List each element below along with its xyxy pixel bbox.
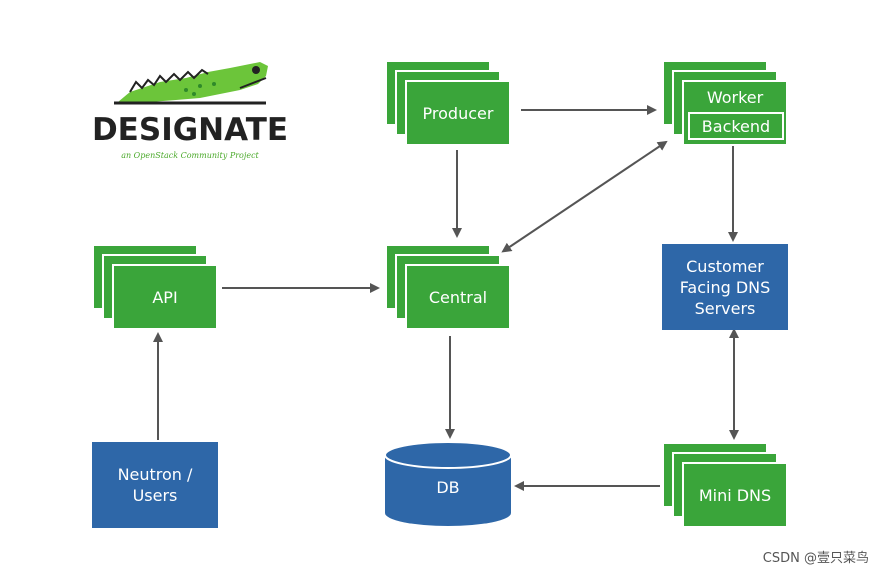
worker-front-card: Worker Backend [682,80,788,146]
watermark: CSDN @壹只菜鸟 [762,551,869,566]
arrow-central-worker-bidirectional [501,140,668,253]
producer-label: Producer [405,80,511,146]
central-label: Central [405,264,511,330]
api-label: API [112,264,218,330]
mini-dns-node: Mini DNS [662,442,788,528]
mini-dns-label: Mini DNS [682,462,788,528]
worker-node: Worker Backend [662,60,788,146]
designate-logo: DESIGNATE an OpenStack Community Project [90,58,300,168]
db-cylinder [384,441,512,526]
db-label: DB [436,478,460,497]
neutron-users-node: Neutron / Users [92,442,218,528]
customer-dns-node: Customer Facing DNS Servers [662,244,788,330]
logo-tagline: an OpenStack Community Project [121,151,259,160]
logo-wordmark: DESIGNATE [91,112,289,148]
backend-label: Backend [688,112,784,140]
producer-node: Producer [385,60,511,146]
api-node: API [92,244,218,330]
crocodile-icon [114,62,268,105]
central-node: Central [385,244,511,330]
worker-label: Worker [706,88,764,107]
